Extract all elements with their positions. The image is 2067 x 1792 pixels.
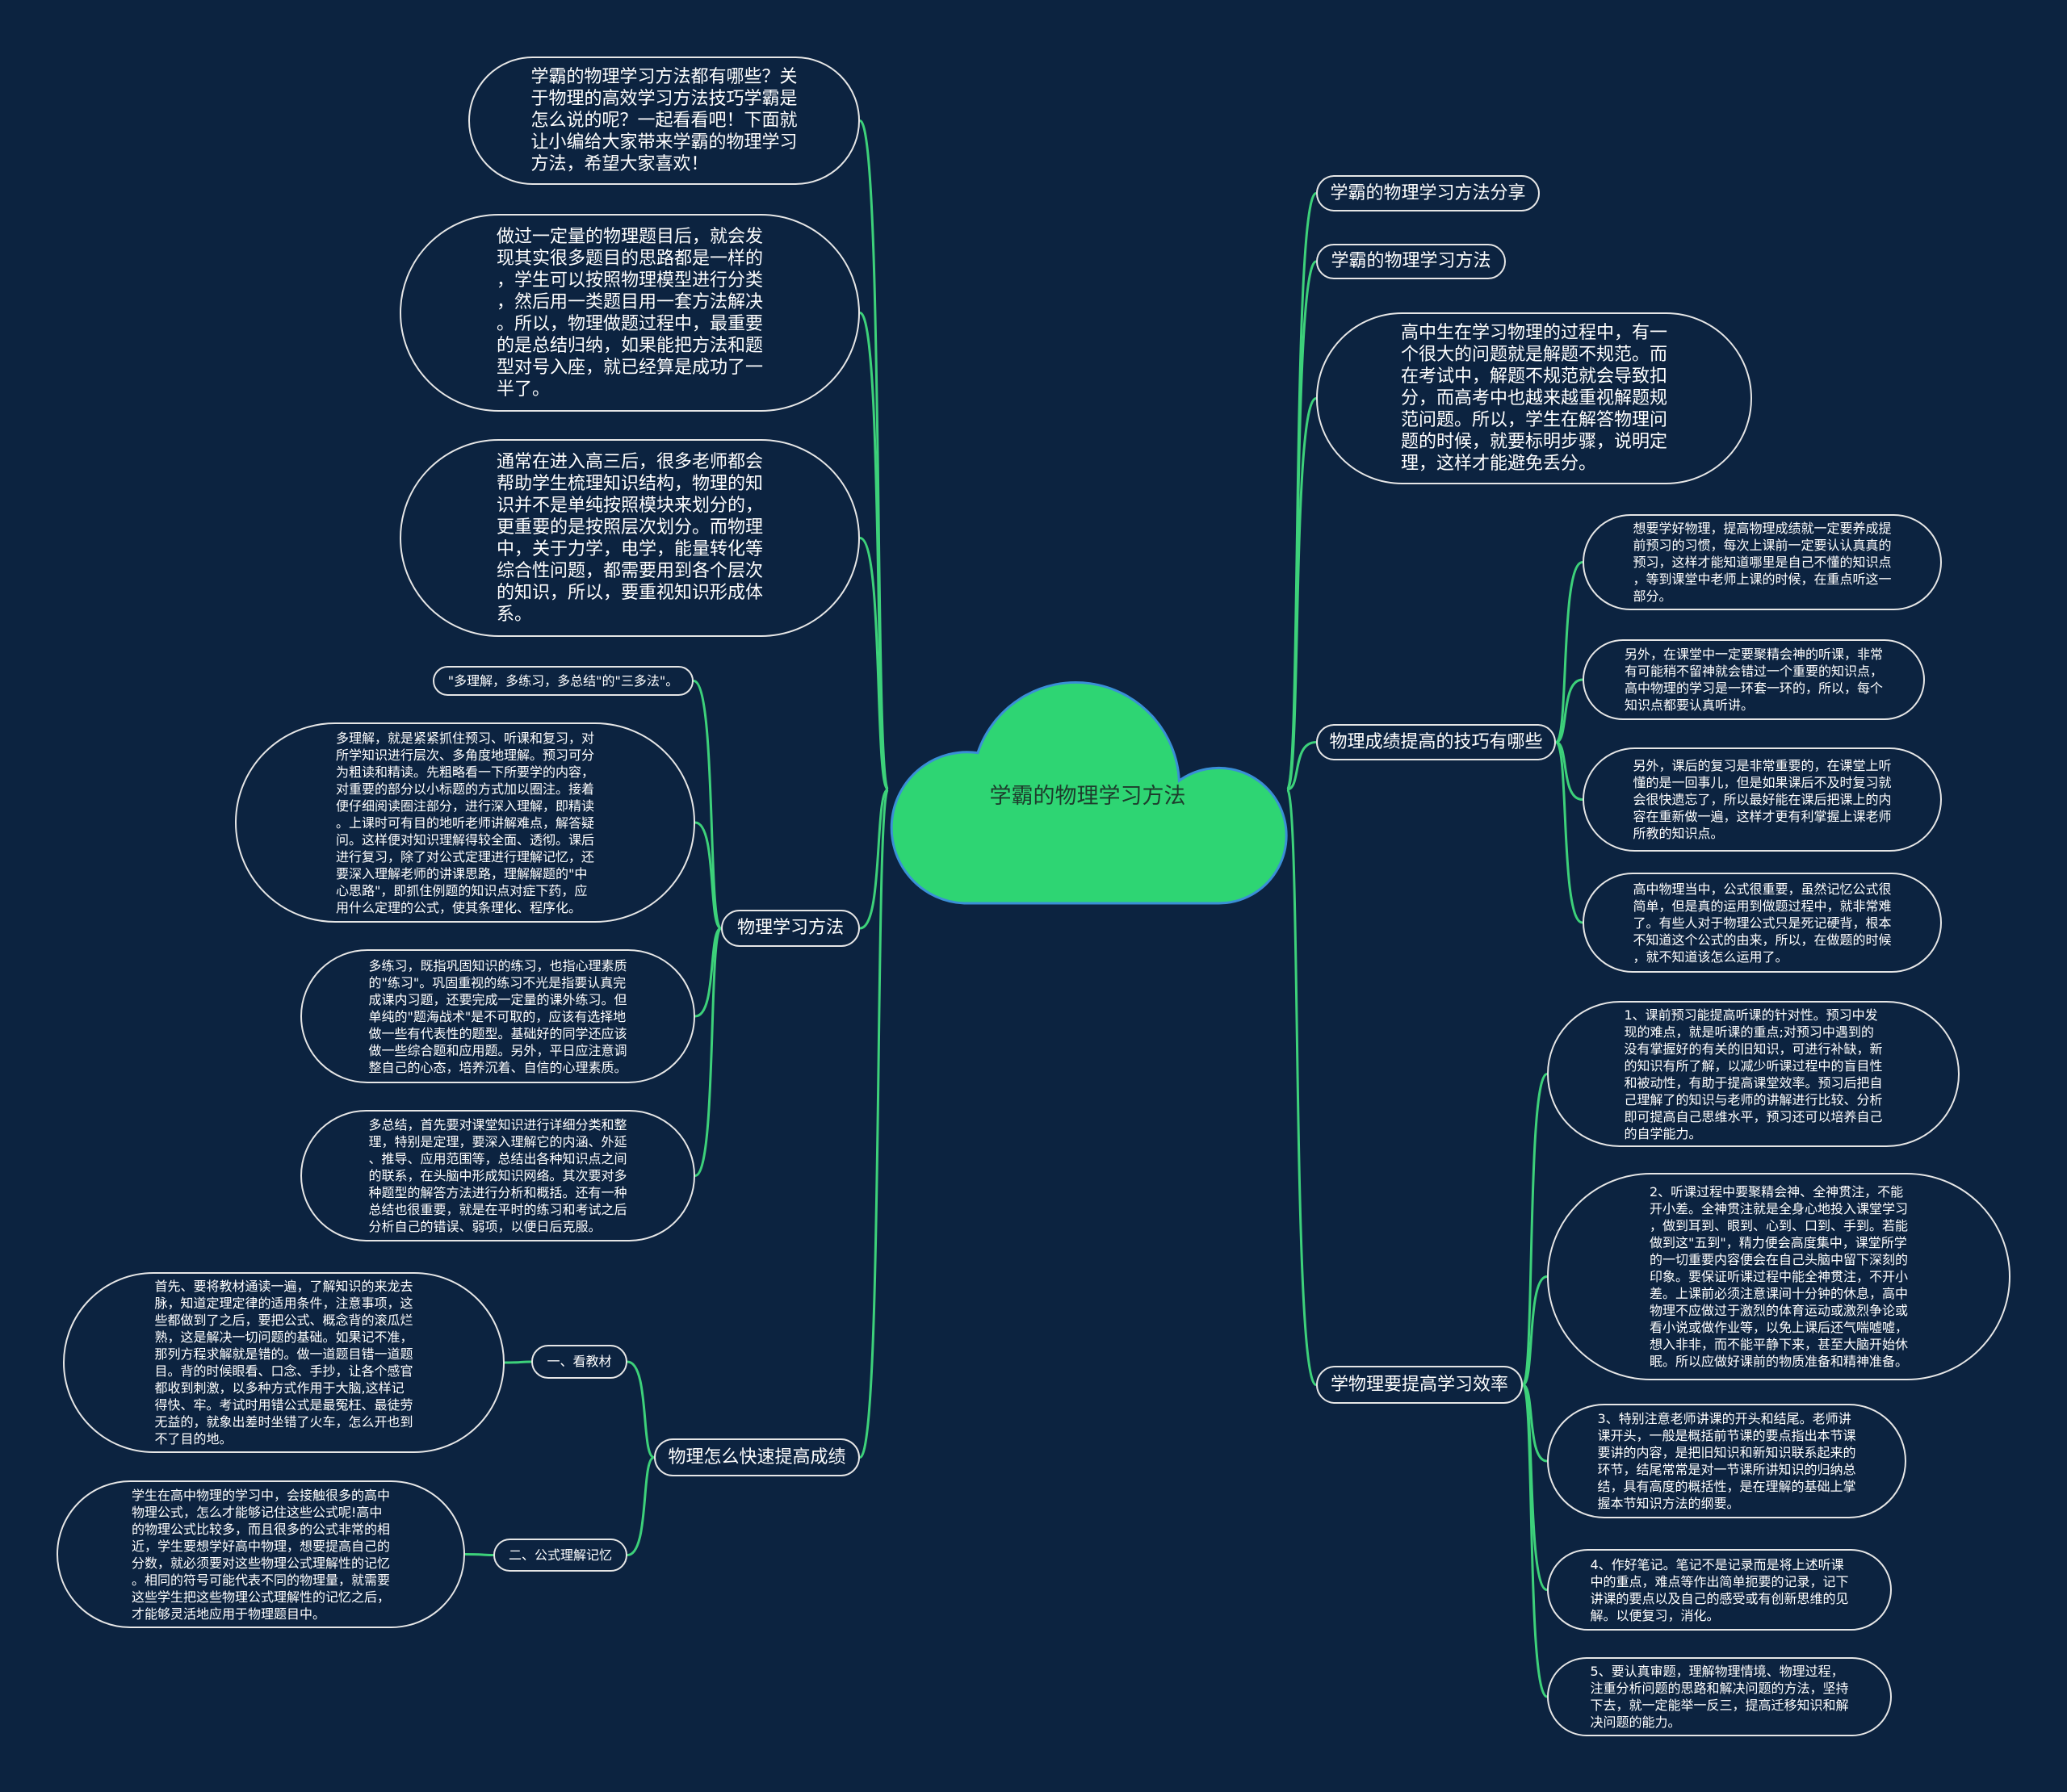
- node-label: 学物理要提高学习效率: [1330, 1374, 1508, 1395]
- branch-method[interactable]: 学霸的物理学习方法: [1316, 244, 1506, 279]
- efficiency-item-1[interactable]: 1、课前预习能提高听课的针对性。预习中发 现的难点，就是听课的重点;对预习中遇到…: [1547, 1001, 1960, 1147]
- node-label: 学霸的物理学习方法: [1331, 251, 1491, 271]
- link-L1: [858, 119, 890, 791]
- link-R5a: [1521, 1073, 1548, 1386]
- link-R4b: [1555, 678, 1583, 743]
- summarize-more-node[interactable]: 多总结，首先要对课堂知识进行详细分类和整 理，特别是定理，要深入理解它的内涵、外…: [300, 1110, 695, 1241]
- node-text: "多理解，多练习，多总结"的"三多法"。: [447, 672, 679, 689]
- link-B1d: [694, 927, 723, 1177]
- read-textbook-detail[interactable]: 首先、要将教材通读一遍，了解知识的来龙去 脉，知道定理定律的适用条件，注意事项，…: [63, 1272, 505, 1453]
- tip-preview[interactable]: 想要学好物理，提高物理成绩就一定要养成提 前预习的习惯，每次上课前一定要认认真真…: [1583, 514, 1942, 610]
- node-text: 多总结，首先要对课堂知识进行详细分类和整 理，特别是定理，要深入理解它的内涵、外…: [368, 1117, 627, 1234]
- formula-memory-detail[interactable]: 学生在高中物理的学习中，会接触很多的高中 物理公式，怎么才能够记住这些公式呢!高…: [57, 1480, 465, 1628]
- link-R4a: [1554, 561, 1583, 743]
- branch-study-methods[interactable]: 物理学习方法: [721, 910, 860, 947]
- link-B1: [859, 788, 889, 930]
- link-B1b: [694, 821, 722, 930]
- node-text: 5、要认真审题，理解物理情境、物理过程， 注重分析问题的思路和解决问题的方法，坚…: [1590, 1664, 1849, 1730]
- link-R5b: [1522, 1275, 1548, 1386]
- efficiency-item-2[interactable]: 2、听课过程中要聚精会神、全神贯注，不能 开小差。全神贯注就是全身心地投入课堂学…: [1547, 1173, 2010, 1380]
- knowledge-system-node[interactable]: 通常在进入高三后，很多老师都会 帮助学生梳理知识结构，物理的知 识并不是单纯按照…: [400, 439, 860, 637]
- node-text: 多理解，就是紧紧抓住预习、听课和复习，对 所学知识进行层次、多角度地理解。预习可…: [335, 730, 594, 915]
- node-text: 1、课前预习能提高听课的针对性。预习中发 现的难点，就是听课的重点;对预习中遇到…: [1624, 1007, 1883, 1141]
- node-text: 3、特别注意老师讲课的开头和结尾。老师讲 课开头，一般是概括前节课的要点指出本节…: [1597, 1411, 1856, 1511]
- node-text: 学霸的物理学习方法都有哪些？关 于物理的高效学习方法技巧学霸是 怎么说的呢？一起…: [530, 67, 798, 174]
- node-text: 2、听课过程中要聚精会神、全神贯注，不能 开小差。全神贯注就是全身心地投入课堂学…: [1649, 1184, 1908, 1369]
- link-B2: [858, 788, 890, 1459]
- link-R3: [1285, 397, 1317, 791]
- node-text: 4、作好笔记。笔记不是记录而是将上述听课 中的重点，难点等作出简单扼要的记录，记…: [1590, 1556, 1849, 1623]
- node-text: 多练习，既指巩固知识的练习，也指心理素质 的"练习"。巩固重视的练习不光是指要认…: [368, 957, 627, 1075]
- node-text: 学生在高中物理的学习中，会接触很多的高中 物理公式，怎么才能够记住这些公式呢!高…: [131, 1487, 390, 1622]
- link-R5e: [1521, 1384, 1548, 1698]
- summary-node[interactable]: 做过一定量的物理题目后，就会发 现其实很多题目的思路都是一样的 ，学生可以按照物…: [400, 214, 860, 412]
- read-textbook-node[interactable]: 一、看教材: [531, 1345, 627, 1379]
- node-label: 物理学习方法: [736, 918, 844, 938]
- intro-node[interactable]: 学霸的物理学习方法都有哪些？关 于物理的高效学习方法技巧学霸是 怎么说的呢？一起…: [468, 57, 860, 185]
- tip-listen[interactable]: 另外，在课堂中一定要聚精会神的听课，非常 有可能稍不留神就会错过一个重要的知识点…: [1583, 639, 1925, 720]
- node-label: 一、看教材: [547, 1354, 612, 1369]
- node-label: 学霸的物理学习方法分享: [1330, 182, 1526, 203]
- link-L2: [858, 312, 890, 791]
- link-R5: [1285, 788, 1318, 1386]
- branch-improve-fast[interactable]: 物理怎么快速提高成绩: [654, 1438, 860, 1476]
- node-label: 二、公式理解记忆: [508, 1547, 612, 1563]
- node-text: 另外，课后的复习是非常重要的，在课堂上听 懂的是一回事儿，但是如果课后不及时复习…: [1633, 758, 1892, 841]
- formula-memory-node[interactable]: 二、公式理解记忆: [493, 1539, 627, 1572]
- link-R4c: [1555, 741, 1583, 801]
- problem-norm-node[interactable]: 高中生在学习物理的过程中，有一 个很大的问题就是解题不规范。而 在考试中，解题不…: [1316, 312, 1752, 484]
- link-B1a: [693, 680, 723, 930]
- efficiency-item-5[interactable]: 5、要认真审题，理解物理情境、物理过程， 注重分析问题的思路和解决问题的方法，坚…: [1547, 1657, 1892, 1736]
- branch-tips[interactable]: 物理成绩提高的技巧有哪些: [1316, 724, 1556, 760]
- tip-formula[interactable]: 高中物理当中，公式很重要，虽然记忆公式很 简单，但是真的运用到做题过程中，就非常…: [1583, 873, 1942, 973]
- node-text: 高中生在学习物理的过程中，有一 个很大的问题就是解题不规范。而 在考试中，解题不…: [1400, 323, 1667, 474]
- understand-more-node[interactable]: 多理解，就是紧紧抓住预习、听课和复习，对 所学知识进行层次、多角度地理解。预习可…: [235, 722, 695, 923]
- central-topic[interactable]: 学霸的物理学习方法: [886, 675, 1289, 905]
- node-text: 做过一定量的物理题目后，就会发 现其实很多题目的思路都是一样的 ，学生可以按照物…: [496, 226, 763, 400]
- link-R4: [1286, 741, 1317, 791]
- link-B2a: [627, 1360, 655, 1459]
- central-topic-label: 学霸的物理学习方法: [989, 784, 1186, 809]
- node-text: 高中物理当中，公式很重要，虽然记忆公式很 简单，但是真的运用到做题过程中，就非常…: [1633, 881, 1892, 965]
- node-text: 通常在进入高三后，很多老师都会 帮助学生梳理知识结构，物理的知 识并不是单纯按照…: [496, 451, 763, 625]
- branch-share[interactable]: 学霸的物理学习方法分享: [1316, 175, 1540, 211]
- practice-more-node[interactable]: 多练习，既指巩固知识的练习，也指心理素质 的"练习"。巩固重视的练习不光是指要认…: [300, 949, 695, 1083]
- cloud-shape: [890, 680, 1288, 905]
- efficiency-item-4[interactable]: 4、作好笔记。笔记不是记录而是将上述听课 中的重点，难点等作出简单扼要的记录，记…: [1547, 1549, 1892, 1631]
- node-text: 首先、要将教材通读一遍，了解知识的来龙去 脉，知道定理定律的适用条件，注意事项，…: [154, 1279, 413, 1447]
- link-L3: [859, 537, 890, 791]
- link-B2b: [627, 1456, 655, 1556]
- tip-review[interactable]: 另外，课后的复习是非常重要的，在课堂上听 懂的是一回事儿，但是如果课后不及时复习…: [1583, 747, 1942, 852]
- branch-efficiency[interactable]: 学物理要提高学习效率: [1316, 1366, 1523, 1404]
- link-R4d: [1554, 741, 1583, 924]
- node-text: 想要学好物理，提高物理成绩就一定要养成提 前预习的习惯，每次上课前一定要认认真真…: [1633, 521, 1892, 604]
- efficiency-item-3[interactable]: 3、特别注意老师讲课的开头和结尾。老师讲 课开头，一般是概括前节课的要点指出本节…: [1547, 1404, 1906, 1518]
- link-R5d: [1521, 1384, 1548, 1591]
- link-B2a1: [504, 1360, 532, 1364]
- node-label: 物理成绩提高的技巧有哪些: [1329, 731, 1543, 752]
- node-text: 另外，在课堂中一定要聚精会神的听课，非常 有可能稍不留神就会错过一个重要的知识点…: [1624, 647, 1883, 713]
- node-label: 物理怎么快速提高成绩: [668, 1447, 846, 1468]
- three-methods-node[interactable]: "多理解，多练习，多总结"的"三多法"。: [433, 666, 694, 696]
